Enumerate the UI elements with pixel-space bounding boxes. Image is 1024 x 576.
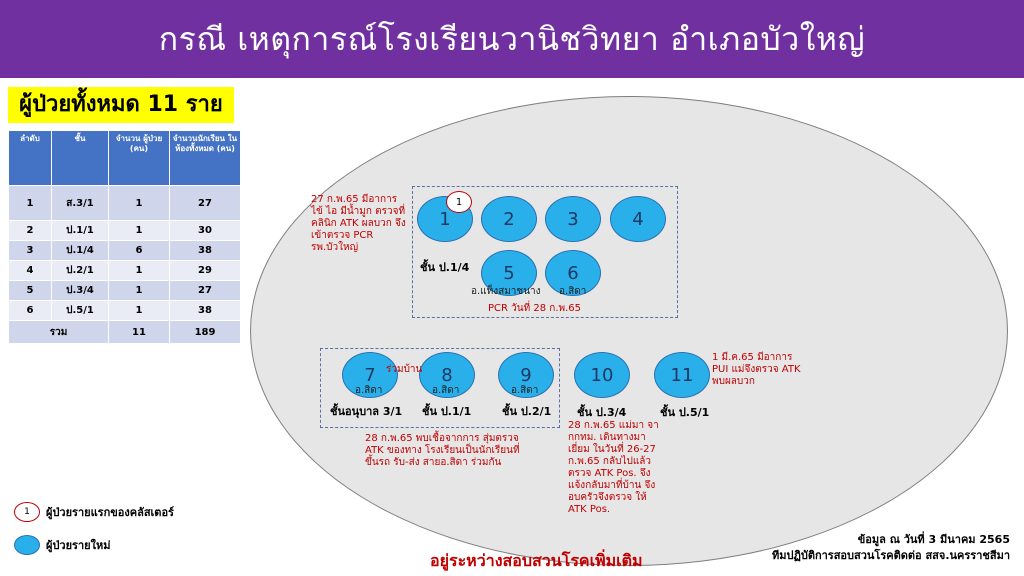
col-class: ชั้น [51, 130, 109, 186]
teacher-label-6: อ.สิดา [559, 286, 587, 297]
case-node-3: 3 [545, 196, 601, 242]
case-node-2: 2 [481, 196, 537, 242]
first-case-badge: 1 [446, 191, 472, 213]
source-date: ข้อมูล ณ วันที่ 3 มีนาคม 2565 [857, 533, 1010, 546]
legend-badge-icon: 1 [14, 502, 40, 522]
class-label-k31: ชั้นอนุบาล 3/1 [330, 405, 403, 418]
col-students: จำนวนนักเรียน ในห้องทั้งหมด (คน) [169, 130, 241, 186]
table-header-row: ลำดับ ชั้น จำนวน ผู้ป่วย (คน) จำนวนนักเร… [8, 130, 241, 186]
pcr-date-label: PCR วันที่ 28 ก.พ.65 [488, 303, 581, 314]
total-cases-label: ผู้ป่วยทั้งหมด 11 ราย [8, 87, 234, 123]
class-label-p11: ชั้น ป.1/1 [422, 405, 472, 418]
legend-first-label: ผู้ป่วยรายแรกของคลัสเตอร์ [46, 506, 174, 519]
class-label-p21: ชั้น ป.2/1 [502, 405, 552, 418]
legend-new-label: ผู้ป่วยรายใหม่ [46, 539, 111, 552]
class-label-p14: ชั้น ป.1/4 [420, 261, 470, 274]
case-node-4: 4 [610, 196, 666, 242]
note-case-10: 28 ก.พ.65 แม่มา จากกทม. เดินทางมา เยี่ยม… [568, 420, 659, 515]
source-team: ทีมปฏิบัติการสอบสวนโรคติดต่อ สสจ.นครราชส… [771, 549, 1010, 562]
case-node-9: 9 [498, 352, 554, 398]
case-node-10: 10 [574, 352, 630, 398]
group-p14-box [412, 186, 678, 318]
group-bus-box [320, 348, 560, 428]
header-bar: กรณี เหตุการณ์โรงเรียนวานิชวิทยา อำเภอบั… [0, 0, 1024, 78]
col-order: ลำดับ [8, 130, 52, 186]
teacher-label-5: อ.แท็งสมาชนาง [471, 286, 541, 297]
case-node-6: 6 [545, 250, 601, 296]
note-index-case: 27 ก.พ.65 มีอาการ ไข้ ไอ มีน้ำมูก ตรวจที… [311, 194, 406, 253]
class-label-p51: ชั้น ป.5/1 [660, 406, 710, 419]
class-label-p34: ชั้น ป.3/4 [577, 406, 627, 419]
legend-node-icon [14, 535, 40, 555]
legend-first-case: 1 ผู้ป่วยรายแรกของคลัสเตอร์ [14, 502, 174, 522]
page-title: กรณี เหตุการณ์โรงเรียนวานิชวิทยา อำเภอบั… [158, 19, 866, 58]
cluster-oval [250, 96, 1008, 566]
case-node-5: 5 [481, 250, 537, 296]
teacher-label-7: อ.สิดา [355, 385, 383, 396]
note-case-11: 1 มี.ค.65 มีอาการ PUI แม่จึงตรวจ ATK พบผ… [712, 352, 801, 387]
case-table: ลำดับ ชั้น จำนวน ผู้ป่วย (คน) จำนวนนักเร… [8, 130, 241, 344]
case-node-11: 11 [654, 352, 710, 398]
note-screening: 28 ก.พ.65 พบเชื้อจากการ สุ่มตรวจ ATK ของ… [365, 433, 520, 468]
teacher-label-8: อ.สิดา [432, 385, 460, 396]
case-node-8: 8 [419, 352, 475, 398]
teacher-label-9: อ.สิดา [511, 385, 539, 396]
home-link-label: ร่วมบ้าน [386, 364, 423, 375]
investigating-label: อยู่ระหว่างสอบสวนโรคเพิ่มเติม [430, 551, 643, 570]
case-node-7: 7 [342, 352, 398, 398]
legend-new-case: ผู้ป่วยรายใหม่ [14, 535, 110, 555]
col-patients: จำนวน ผู้ป่วย (คน) [108, 130, 170, 186]
